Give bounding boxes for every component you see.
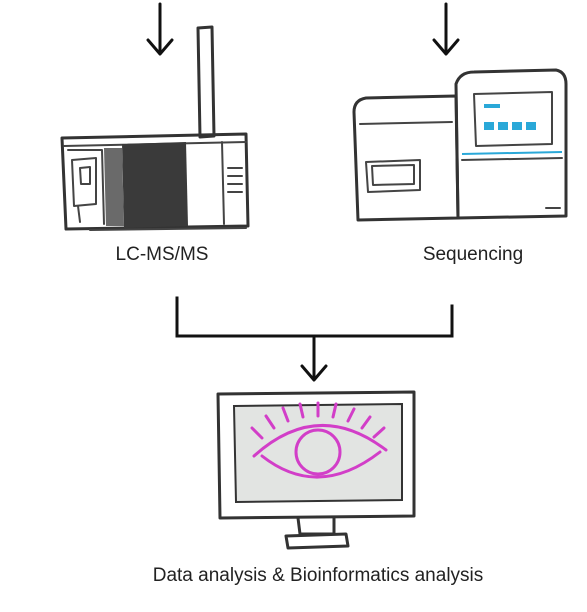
arrow-into-analysis xyxy=(300,336,328,382)
lc-ms-instrument-icon xyxy=(60,25,250,231)
arrow-into-lcms xyxy=(146,2,174,56)
sequencer-instrument-icon xyxy=(352,68,568,222)
merge-connector xyxy=(175,296,454,338)
analysis-label: Data analysis & Bioinformatics analysis xyxy=(152,565,484,586)
monitor-eye-icon xyxy=(216,390,416,550)
eye-icon xyxy=(250,401,388,479)
sequencing-label: Sequencing xyxy=(422,244,524,265)
lcms-label: LC-MS/MS xyxy=(115,244,209,265)
arrow-into-sequencing xyxy=(432,2,460,56)
